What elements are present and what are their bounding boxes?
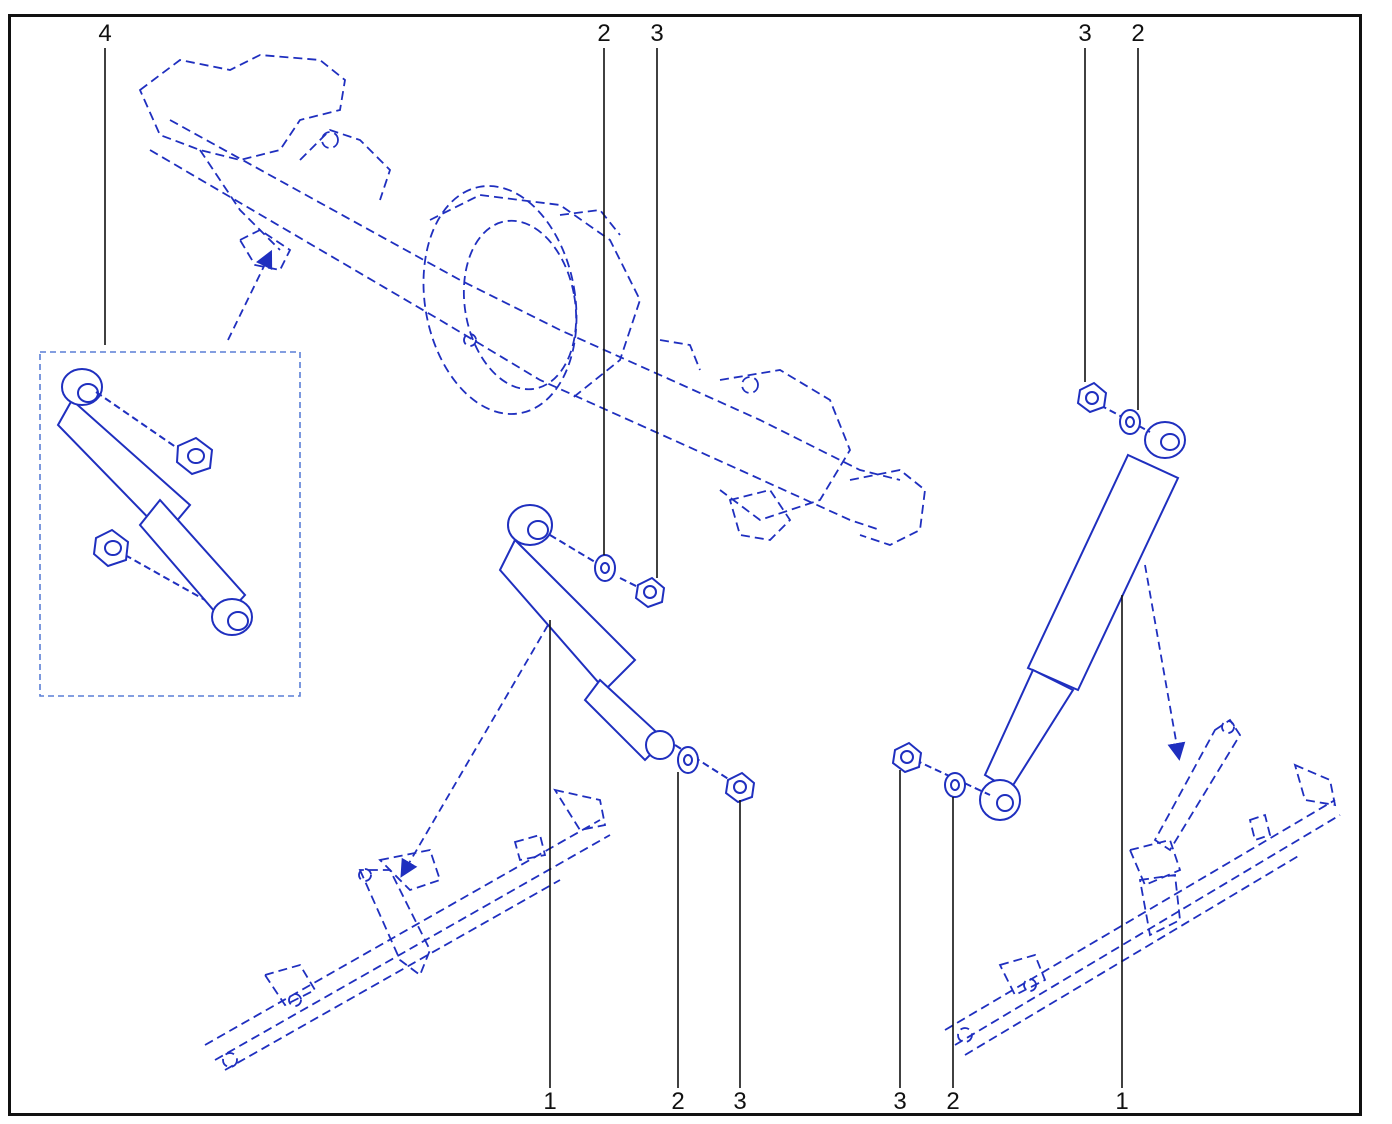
shock-absorber-middle-icon: [498, 504, 731, 781]
callout-3-bottom-right: 3: [893, 1088, 907, 1115]
callout-2-top-right: 2: [1131, 20, 1145, 47]
inset-pointer-arrow: [227, 249, 273, 341]
callout-2-top-middle: 2: [597, 20, 611, 47]
leaf-spring-right-icon: [944, 718, 1341, 1056]
washer-middle-lower-icon: [677, 746, 699, 774]
callout-2-bottom-right: 2: [946, 1088, 960, 1115]
nut-right-upper-icon: [1076, 381, 1108, 414]
washer-middle-upper-icon: [594, 554, 616, 582]
callout-2-bottom-left: 2: [671, 1088, 685, 1115]
leaf-spring-left-icon: [204, 788, 611, 1071]
nut-middle-upper-icon: [634, 576, 666, 609]
right-pointer-arrow: [1144, 564, 1186, 761]
callout-1-bottom-right: 1: [1115, 1088, 1129, 1115]
callout-1-bottom-left: 1: [543, 1088, 557, 1115]
detail-inset-box: [39, 351, 301, 697]
inset-nut-upper-icon: [175, 436, 214, 476]
middle-pointer-arrow: [400, 624, 549, 878]
inset-nut-lower-icon: [92, 528, 130, 568]
leader-lines: [104, 48, 1139, 1088]
washer-right-lower-icon: [944, 772, 966, 798]
callout-3-bottom-left: 3: [733, 1088, 747, 1115]
nut-middle-lower-icon: [724, 771, 756, 804]
rear-axle-assembly-icon: [138, 54, 926, 546]
washer-right-upper-icon: [1119, 409, 1141, 435]
inset-shock-absorber-icon: [56, 368, 253, 636]
nut-right-lower-icon: [891, 741, 923, 774]
shock-absorber-right-icon: [914, 404, 1186, 821]
callout-3-top-right: 3: [1078, 20, 1092, 47]
callout-3-top-middle: 3: [650, 20, 664, 47]
callout-4-inset: 4: [98, 20, 112, 47]
